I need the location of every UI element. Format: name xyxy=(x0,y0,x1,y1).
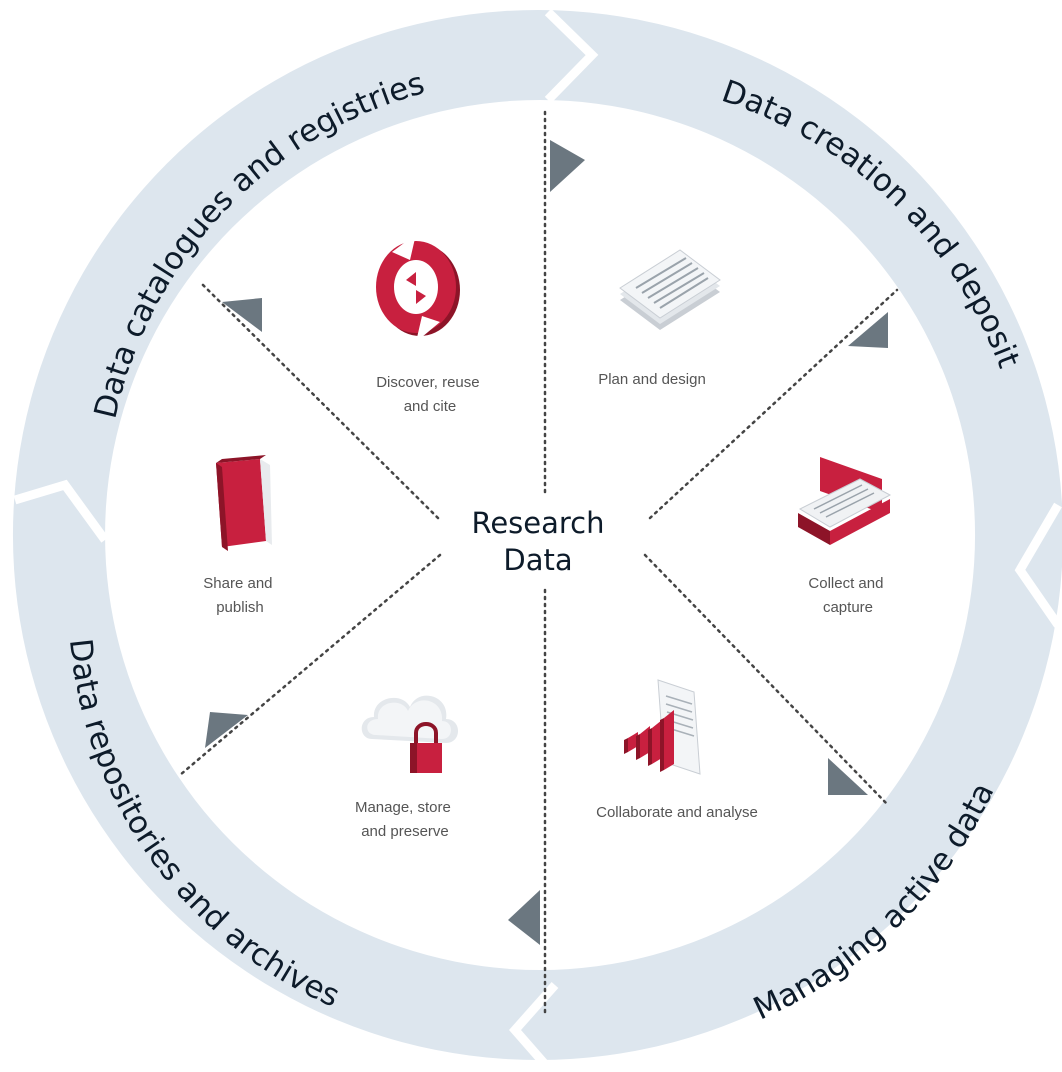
spoke-bottom-left xyxy=(178,553,442,777)
arrow-top-right-icon xyxy=(550,140,585,192)
spoke-top-right xyxy=(648,288,899,520)
stage-label-share-and-publish: Share and publish xyxy=(203,575,276,616)
arrowheads xyxy=(205,140,888,945)
ring-divider-top xyxy=(544,8,599,104)
arrow-left-lower-icon xyxy=(205,712,248,748)
outer-ring xyxy=(12,8,1062,1072)
arrow-right-upper-icon xyxy=(848,312,888,348)
center-title-line-1: Research xyxy=(471,506,604,540)
bar-chart-document-icon xyxy=(624,679,701,775)
arrow-right-lower-icon xyxy=(828,758,868,795)
arrow-bottom-icon xyxy=(508,890,540,945)
stage-label-collect-and-capture: Collect and capture xyxy=(808,575,887,616)
stage-label-plan-and-design: Plan and design xyxy=(598,371,706,388)
ring-divider-right xyxy=(1014,502,1062,628)
spoke-bottom-right xyxy=(643,553,890,807)
stage-label-collaborate-and-analyse: Collaborate and analyse xyxy=(596,804,758,821)
center-title-line-2: Data xyxy=(503,543,572,577)
stage-label-discover-reuse-and-cite: Discover, reuse and cite xyxy=(376,374,484,415)
briefcase-icon xyxy=(798,457,892,545)
ring-divider-bottom xyxy=(509,982,559,1072)
spoke-top-left xyxy=(198,280,440,520)
ring-divider-left xyxy=(13,479,109,543)
book-icon xyxy=(216,455,272,551)
document-stack-icon xyxy=(619,249,721,330)
arrow-left-upper-icon xyxy=(222,298,262,332)
stage-label-manage-store-and-preserve: Manage, store and preserve xyxy=(355,799,455,840)
ring-dividers xyxy=(13,8,1062,1072)
dotted-spokes xyxy=(178,110,899,1017)
cloud-lock-icon xyxy=(361,695,458,773)
cycle-arrows-icon xyxy=(376,234,460,342)
